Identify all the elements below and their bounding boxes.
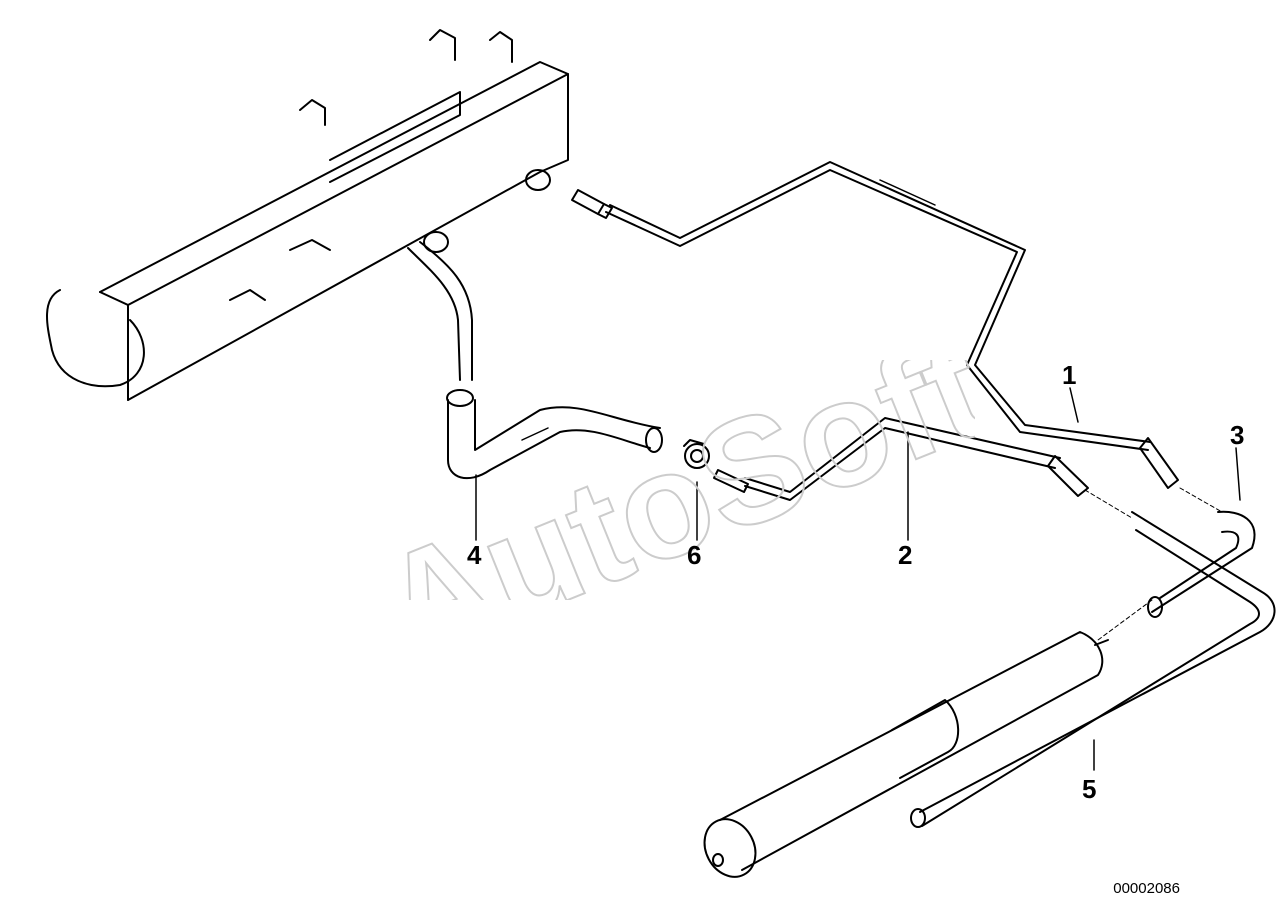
hose-4 — [407, 231, 663, 480]
clamp-6 — [683, 439, 710, 469]
fuel-rail — [46, 29, 569, 401]
diagram-code: 00002086 — [1113, 880, 1180, 897]
label-part-2: 2 — [898, 540, 913, 570]
fuel-line-1 — [605, 161, 1179, 489]
label-part-1: 1 — [1062, 360, 1077, 390]
rail-connector — [571, 189, 613, 219]
fuel-line-2 — [713, 417, 1089, 501]
label-part-6: 6 — [687, 540, 702, 570]
svg-text:AutoSoft: AutoSoft — [358, 360, 975, 600]
label-part-3: 3 — [1230, 420, 1245, 450]
label-part-4: 4 — [467, 540, 482, 570]
dashed-guides — [1084, 487, 1223, 641]
leader-lines — [475, 387, 1241, 771]
hose-5 — [910, 511, 1276, 828]
fuel-filter — [703, 631, 1109, 878]
hose-3 — [1147, 510, 1256, 618]
watermark: AutoSoft — [357, 360, 975, 600]
label-part-5: 5 — [1082, 774, 1097, 804]
